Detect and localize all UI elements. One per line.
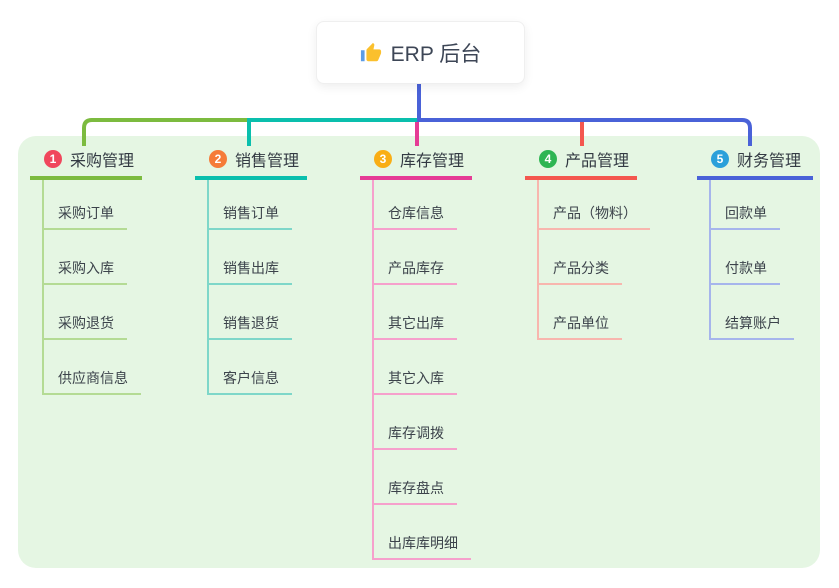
branch-label: 产品管理 — [565, 153, 630, 170]
branch-label: 财务管理 — [737, 153, 802, 170]
root-label: ERP 后台 — [390, 42, 482, 66]
branch-item[interactable]: 采购退货 — [42, 314, 127, 340]
branch-item[interactable]: 客户信息 — [207, 369, 292, 395]
branch-number-badge: 1 — [44, 150, 62, 168]
branch-item[interactable]: 产品分类 — [537, 259, 622, 285]
branch-item[interactable]: 出库库明细 — [372, 534, 471, 560]
branch-vertical-line — [537, 180, 539, 340]
branch-item[interactable]: 库存盘点 — [372, 479, 457, 505]
branch-item[interactable]: 采购入库 — [42, 259, 127, 285]
branch-title[interactable]: 5 财务管理 — [697, 148, 813, 180]
branch-title[interactable]: 3 库存管理 — [360, 148, 472, 180]
branch-number-badge: 2 — [209, 150, 227, 168]
branch-label: 库存管理 — [400, 153, 465, 170]
branch-column: 4 产品管理 产品（物料） 产品分类产品单位 — [525, 148, 650, 340]
branch-item[interactable]: 其它入库 — [372, 369, 457, 395]
thumbs-up-icon — [360, 42, 382, 64]
branch-number-badge: 5 — [711, 150, 729, 168]
branch-item[interactable]: 销售出库 — [207, 259, 292, 285]
branch-item[interactable]: 其它出库 — [372, 314, 457, 340]
branch-column: 1 采购管理 采购订单采购入库采购退货供应商信息 — [30, 148, 142, 395]
branch-item[interactable]: 销售订单 — [207, 204, 292, 230]
branch-column: 5 财务管理 回款单付款单结算账户 — [697, 148, 813, 340]
branch-title[interactable]: 4 产品管理 — [525, 148, 637, 180]
branch-title[interactable]: 1 采购管理 — [30, 148, 142, 180]
branch-vertical-line — [372, 180, 374, 560]
branch-label: 采购管理 — [70, 153, 135, 170]
branch-item[interactable]: 产品（物料） — [537, 204, 650, 230]
branch-item[interactable]: 结算账户 — [709, 314, 794, 340]
branch-item[interactable]: 库存调拨 — [372, 424, 457, 450]
branch-number-badge: 3 — [374, 150, 392, 168]
branch-item[interactable]: 产品库存 — [372, 259, 457, 285]
branch-vertical-line — [709, 180, 711, 340]
root-node[interactable]: ERP 后台 — [316, 21, 525, 84]
branch-item[interactable]: 采购订单 — [42, 204, 127, 230]
branch-number-badge: 4 — [539, 150, 557, 168]
branch-vertical-line — [207, 180, 209, 395]
branch-item[interactable]: 产品单位 — [537, 314, 622, 340]
branch-item[interactable]: 供应商信息 — [42, 369, 141, 395]
branches-panel — [18, 136, 820, 568]
branch-label: 销售管理 — [235, 153, 300, 170]
branch-item[interactable]: 付款单 — [709, 259, 780, 285]
branch-item[interactable]: 销售退货 — [207, 314, 292, 340]
branch-column: 3 库存管理 仓库信息产品库存其它出库其它入库库存调拨库存盘点出库库明细 — [360, 148, 472, 560]
branch-item[interactable]: 仓库信息 — [372, 204, 457, 230]
branch-title[interactable]: 2 销售管理 — [195, 148, 307, 180]
branch-vertical-line — [42, 180, 44, 395]
branch-item[interactable]: 回款单 — [709, 204, 780, 230]
branch-column: 2 销售管理 销售订单销售出库销售退货客户信息 — [195, 148, 307, 395]
